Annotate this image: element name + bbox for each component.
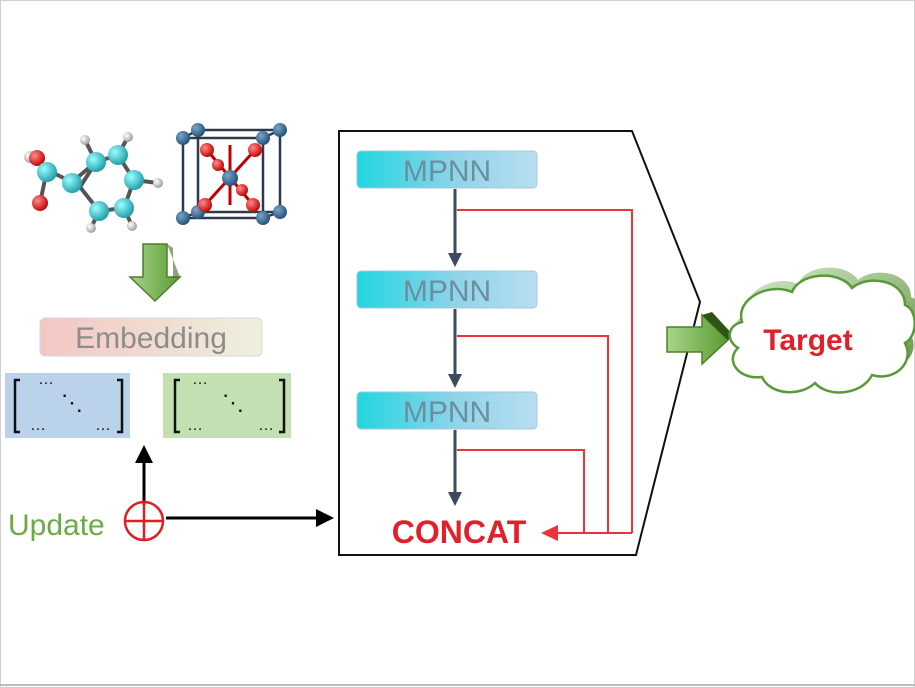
green-right-arrow xyxy=(666,312,734,366)
update-label: Update xyxy=(8,509,105,542)
embedding-label: Embedding xyxy=(75,322,227,355)
matrix-bottom-dots-left: … xyxy=(30,417,46,434)
green-down-arrow xyxy=(128,243,182,303)
embedding-matrix-blue: … ⋱ … … xyxy=(5,371,130,438)
update-arrows xyxy=(135,445,334,527)
matrix-top-dots: … xyxy=(192,371,208,388)
arrow-head xyxy=(448,374,462,388)
embedding-box: Embedding xyxy=(39,317,263,357)
crystal-structure-image xyxy=(176,123,287,225)
target-cloud: Target xyxy=(728,267,915,394)
matrix-bottom-dots-right: … xyxy=(258,417,274,434)
arrow-head xyxy=(448,253,462,267)
embedding-matrix-green: … ⋱ … … xyxy=(163,371,291,438)
matrix-diag-dots: ⋱ xyxy=(222,390,244,415)
matrix-diag-dots: ⋱ xyxy=(61,390,83,415)
arrow-head xyxy=(448,492,462,506)
concat-label: CONCAT xyxy=(392,514,527,550)
matrix-bottom-dots-right: … xyxy=(95,417,111,434)
mpnn-label-3: MPNN xyxy=(403,396,491,429)
mpnn-panel xyxy=(338,130,702,556)
circled-plus-icon xyxy=(123,500,165,542)
skip-connections xyxy=(457,209,633,534)
target-label: Target xyxy=(763,324,852,357)
mpnn-label-1: MPNN xyxy=(403,155,491,188)
matrix-top-dots: … xyxy=(38,371,54,388)
matrix-bottom-dots-left: … xyxy=(187,417,203,434)
mpnn-block-1: MPNN xyxy=(356,150,538,189)
molecule-image xyxy=(24,132,163,233)
concat-arrow-head xyxy=(541,525,558,541)
mpnn-block-3: MPNN xyxy=(356,391,538,430)
mpnn-label-2: MPNN xyxy=(403,275,491,308)
mpnn-block-2: MPNN xyxy=(356,270,538,309)
